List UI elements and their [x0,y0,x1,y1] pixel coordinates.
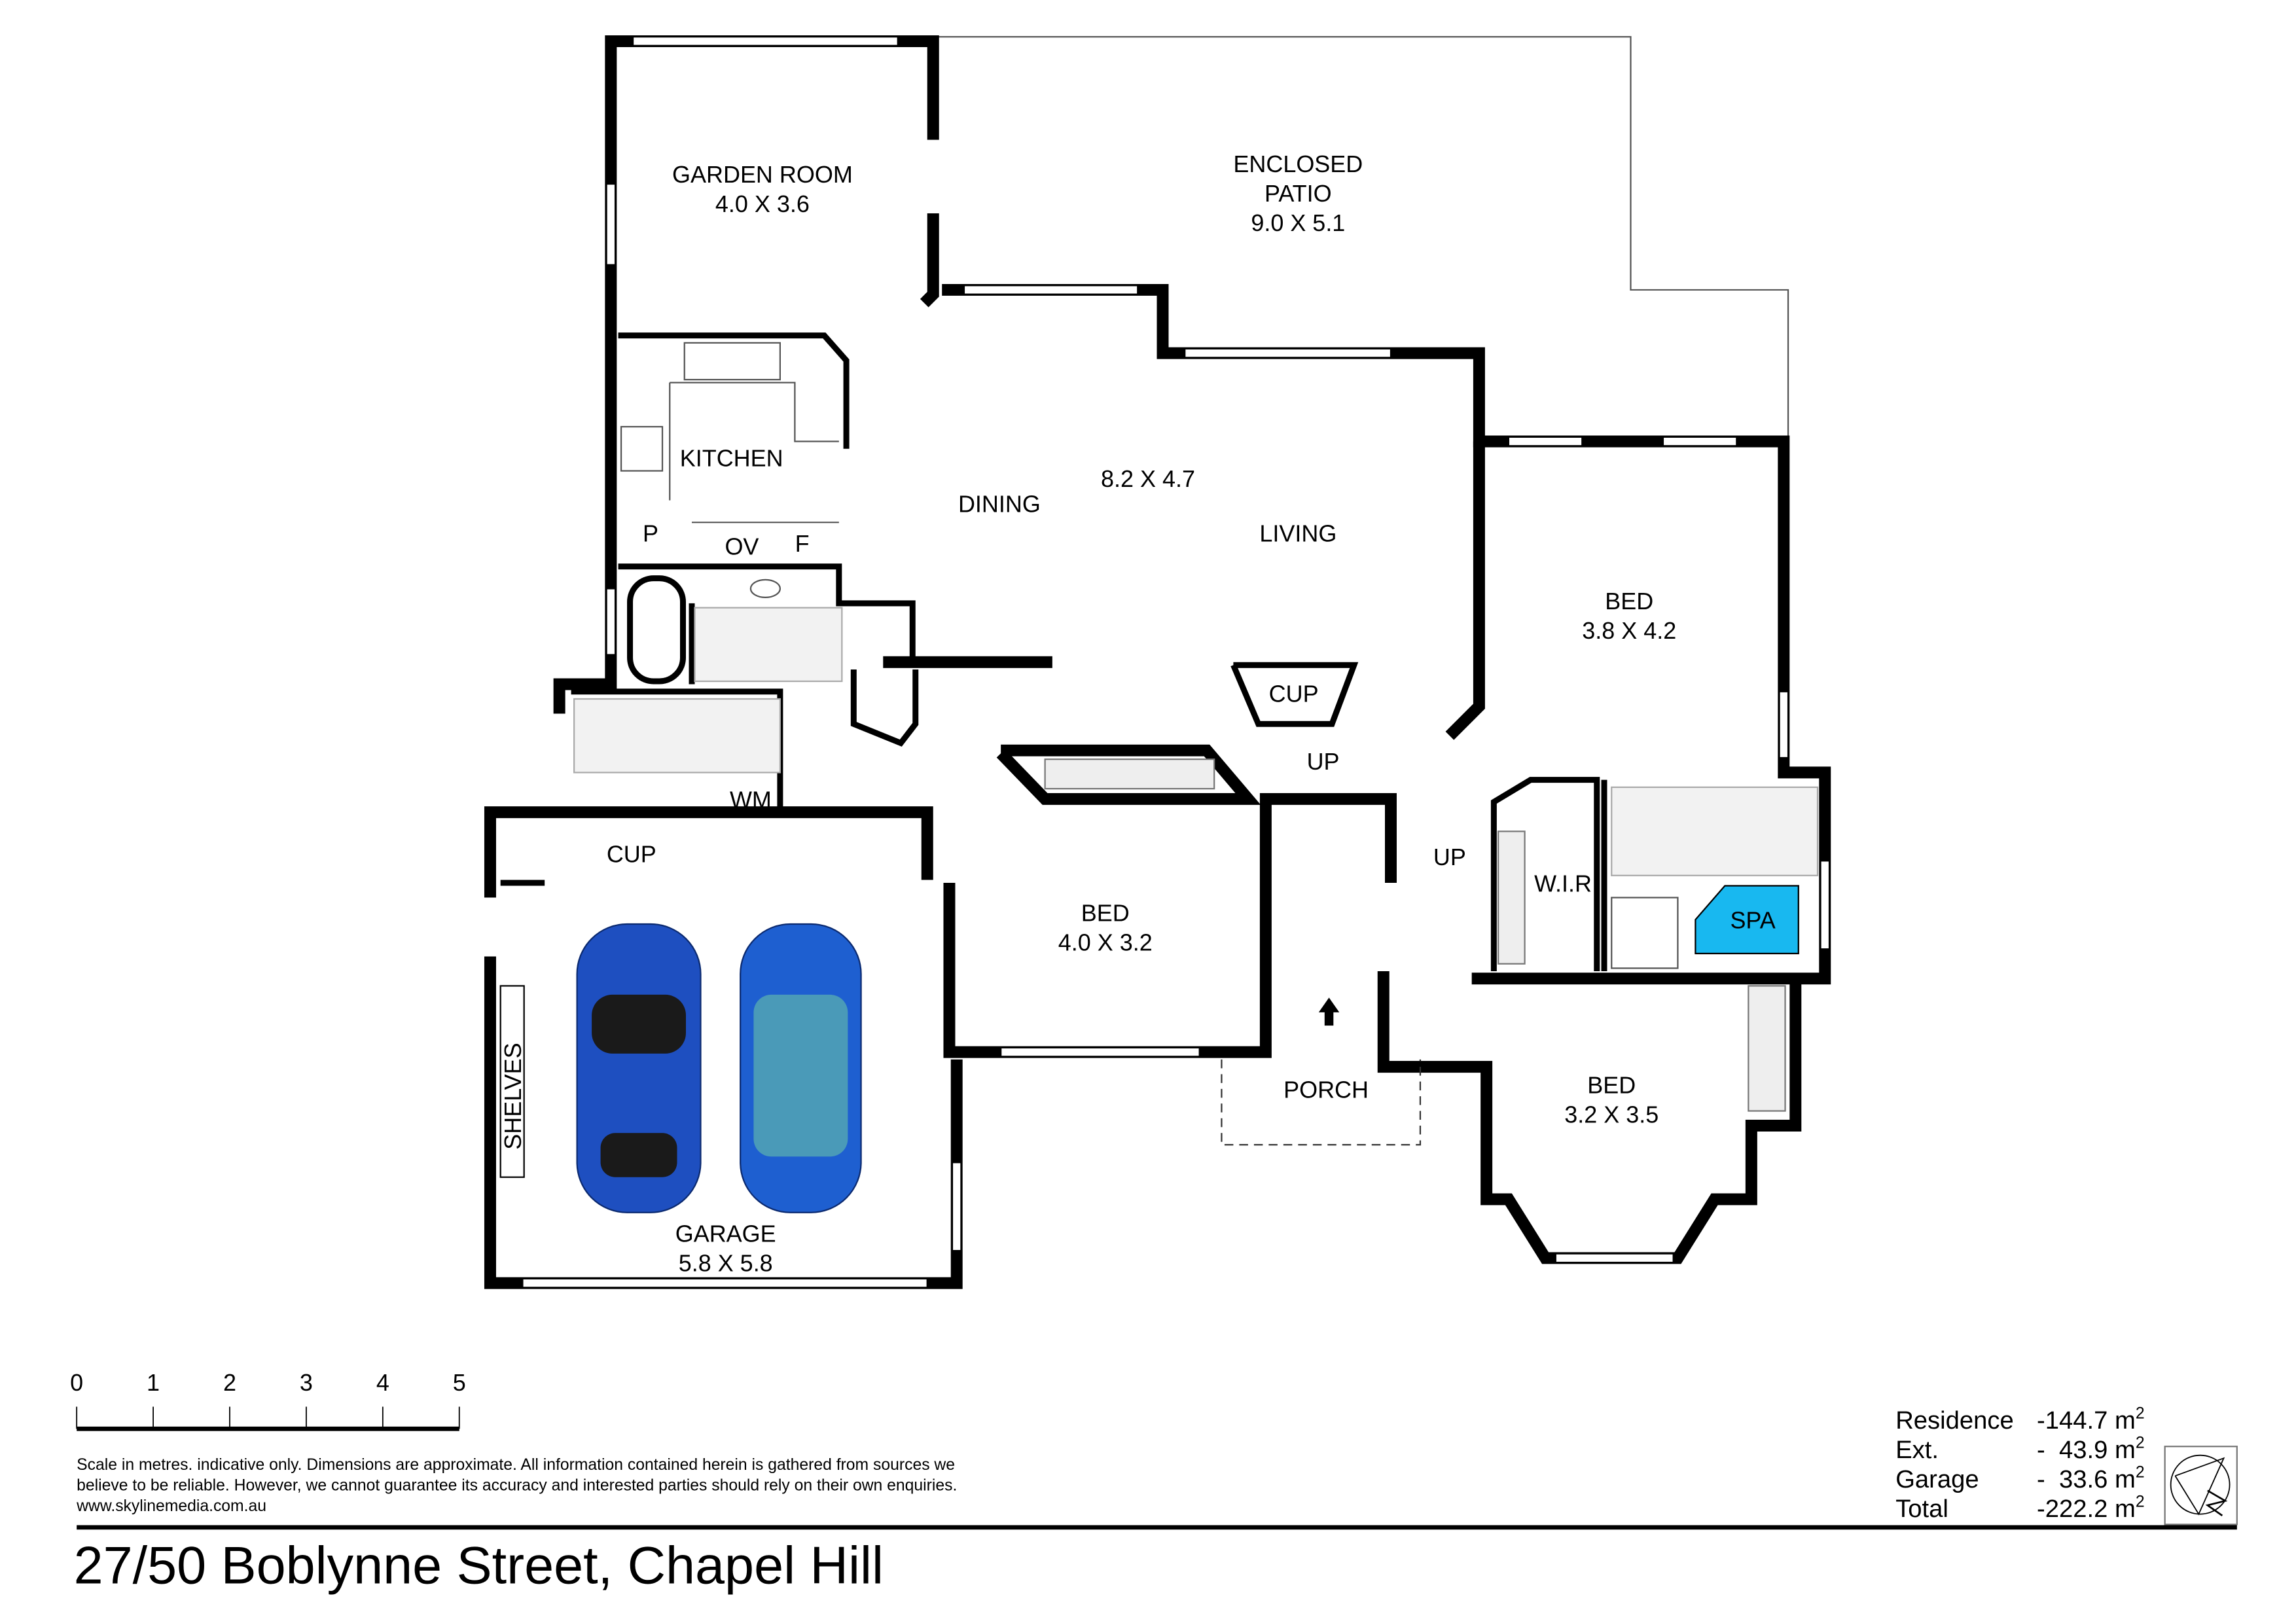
garden-room-label: GARDEN ROOM [672,161,853,188]
tiles-laundry [573,698,781,774]
svg-text:1: 1 [147,1369,160,1396]
porch-outline [1221,1059,1422,1146]
disclaimer-line-1: Scale in metres. indicative only. Dimens… [77,1456,955,1474]
svg-text:- 43.9 m2: - 43.9 m2 [2037,1434,2145,1464]
svg-text:-144.7 m2: -144.7 m2 [2037,1404,2145,1435]
svg-text:-222.2 m2: -222.2 m2 [2037,1493,2145,1523]
dining-label: DINING [958,490,1041,517]
spa [1695,885,1799,955]
wardrobe-bed-front [1044,758,1215,790]
svg-text:Residence: Residence [1895,1406,2014,1435]
cupboard-hall-label: CUP [1269,680,1319,707]
patio-size: 9.0 X 5.1 [1251,209,1345,236]
garage-label: GARAGE [675,1221,776,1247]
car-1 [576,923,702,1213]
cupboard-garage-label: CUP [607,841,656,868]
disclaimer-line-2: believe to be reliable. However, we cann… [77,1477,957,1495]
svg-text:3: 3 [300,1369,313,1396]
wardrobe-wir [1497,830,1526,965]
living-label: LIVING [1259,520,1336,546]
wardrobe-bed-bay [1748,985,1786,1112]
shower [1611,897,1679,969]
pantry-label: P [643,520,658,546]
garage-size: 5.8 X 5.8 [679,1250,773,1277]
garden-room-size: 4.0 X 3.6 [715,190,810,217]
bed-front-label: BED [1081,900,1130,927]
north-arrow-icon [2164,1446,2238,1525]
tiles-bath [694,607,843,683]
living-dining-size: 8.2 X 4.7 [1101,465,1195,492]
area-summary: Residence -144.7 m2 Ext. - 43.9 m2 Garag… [1895,1404,2144,1523]
bed-bay-size: 3.2 X 3.5 [1564,1101,1659,1128]
porch-label: PORCH [1283,1076,1369,1103]
scale-bar: 0 1 2 3 4 5 [70,1369,466,1431]
spa-label: SPA [1730,907,1775,934]
shelves-label: SHELVES [499,1043,526,1149]
bed-main-size: 3.8 X 4.2 [1582,617,1676,644]
patio-outline [937,36,1789,439]
svg-text:0: 0 [70,1369,83,1396]
windows [499,36,1831,1289]
svg-text:4: 4 [376,1369,389,1396]
bed-main-label: BED [1605,588,1653,615]
ensuite-tiles [1611,786,1819,876]
kitchen-label: KITCHEN [680,445,783,472]
wm-label: WM [730,786,772,813]
car-2 [740,923,862,1213]
svg-text:2: 2 [223,1369,236,1396]
svg-text:Total: Total [1895,1495,1948,1523]
address-title: 27/50 Boblynne Street, Chapel Hill [74,1536,884,1595]
svg-text:Garage: Garage [1895,1465,1979,1493]
cooktop [620,425,664,472]
patio-label-1: ENCLOSED [1233,151,1363,177]
entry-arrow-icon [1318,997,1340,1026]
patio-label-2: PATIO [1265,180,1332,207]
up-label-2: UP [1433,844,1466,870]
wir-label: W.I.R [1534,870,1592,897]
bathtub [627,575,686,685]
svg-text:- 33.6 m2: - 33.6 m2 [2037,1463,2145,1493]
svg-text:Ext.: Ext. [1895,1436,1939,1464]
fridge-label: F [795,530,810,557]
svg-text:5: 5 [453,1369,466,1396]
up-label-1: UP [1307,748,1340,775]
oven-label: OV [725,533,759,560]
bed-bay-label: BED [1587,1072,1636,1099]
website-link[interactable]: www.skylinemedia.com.au [76,1497,266,1515]
bed-front-size: 4.0 X 3.2 [1058,929,1153,955]
sink [683,342,781,381]
